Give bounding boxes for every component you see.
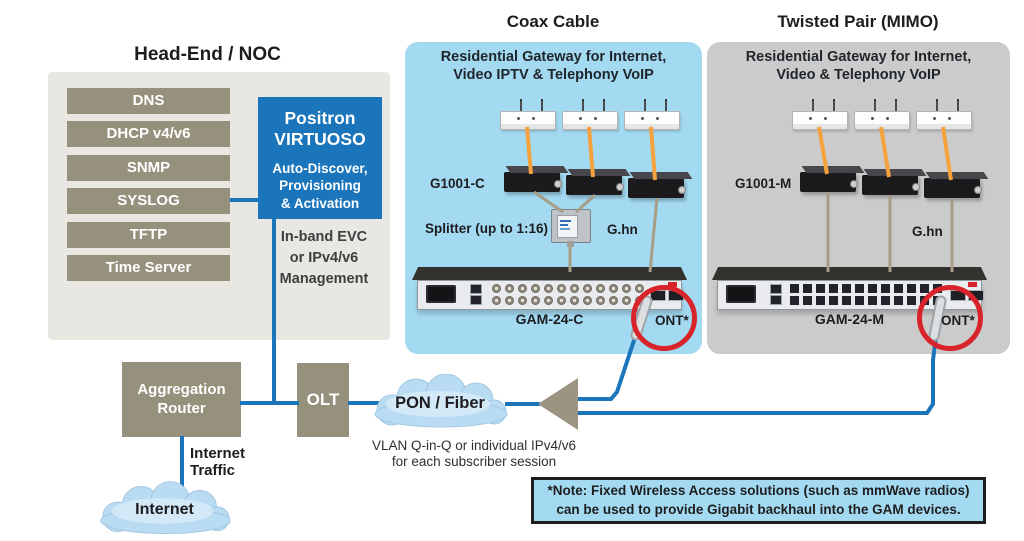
server-box-time-server: Time Server	[67, 255, 230, 281]
aggregation-router-box: Aggregation Router	[122, 362, 241, 437]
antenna-icon	[603, 101, 605, 113]
head-end-title: Head-End / NOC	[134, 44, 281, 65]
power-module	[426, 285, 456, 303]
virtuoso-box: Positron VIRTUOSO Auto-Discover, Provisi…	[258, 97, 382, 219]
ont-label-twisted: ONT*	[941, 313, 975, 328]
antenna-icon	[812, 101, 814, 113]
ghn-label-coax: G.hn	[607, 222, 638, 237]
ont-label-coax: ONT*	[655, 313, 689, 328]
ghn-cable	[574, 193, 597, 214]
amplifier-triangle	[538, 378, 578, 430]
antenna-icon	[957, 101, 959, 113]
ont-c-fiber-cable	[578, 303, 648, 401]
rj45-mgmt-port	[470, 295, 482, 305]
splitter-label: Splitter (up to 1:16)	[424, 221, 548, 236]
ghn-label-twisted: G.hn	[912, 224, 943, 239]
coax-title: Coax Cable	[506, 12, 600, 31]
internet-cloud	[100, 481, 231, 534]
note-box: *Note: Fixed Wireless Access solutions (…	[531, 477, 986, 524]
gateway-cable	[941, 126, 953, 181]
switch-chassis-top	[412, 267, 687, 280]
virtuoso-subtitle: Auto-Discover, Provisioning & Activation	[272, 160, 368, 211]
pon-fiber-label: PON / Fiber	[395, 394, 485, 412]
g1001-c-device	[566, 175, 624, 195]
olt-box: OLT	[297, 363, 349, 437]
antenna-icon	[895, 101, 897, 113]
rj45-mgmt-port	[770, 284, 782, 294]
g1001-c-device	[628, 178, 686, 198]
gateway-cable	[587, 126, 595, 178]
pon-fiber-cloud	[374, 374, 508, 428]
ont-highlight-circle-coax	[631, 285, 697, 351]
server-box-dns: DNS	[67, 88, 230, 114]
ont-highlight-circle-twisted	[917, 285, 983, 351]
residential-gateway-device	[624, 101, 680, 130]
coax-port-grid	[490, 283, 646, 307]
twisted-title: Twisted Pair (MIMO)	[777, 12, 939, 31]
server-box-tftp: TFTP	[67, 222, 230, 248]
g1001-m-label: G1001-M	[735, 176, 792, 191]
ghn-cable	[648, 197, 659, 273]
antenna-icon	[644, 101, 646, 113]
gam-24-m-switch	[712, 267, 987, 310]
gateway-cable	[817, 126, 829, 175]
gateway-cable	[649, 126, 657, 181]
g1001-m-device	[924, 178, 982, 198]
rj45-mgmt-port	[770, 295, 782, 305]
gateway-cable	[879, 126, 891, 178]
antenna-icon	[520, 101, 522, 113]
power-module	[726, 285, 756, 303]
g1001-m-device	[862, 175, 920, 195]
coax-panel-header: Residential Gateway for Internet, Video …	[440, 49, 667, 84]
gam-24-c-label: GAM-24-C	[515, 311, 584, 327]
antenna-icon	[541, 101, 543, 113]
antenna-icon	[833, 101, 835, 113]
server-box-snmp: SNMP	[67, 155, 230, 181]
antenna-icon	[665, 101, 667, 113]
internet-label: Internet	[135, 501, 194, 518]
antenna-icon	[874, 101, 876, 113]
server-box-syslog: SYSLOG	[67, 188, 230, 214]
server-box-dhcp: DHCP v4/v6	[67, 121, 230, 147]
positron-logo	[668, 282, 677, 287]
ghn-cable	[533, 190, 564, 214]
gam-24-c-switch	[412, 267, 687, 310]
rj45-mgmt-port	[470, 284, 482, 294]
gateway-cable	[525, 126, 533, 175]
switch-chassis-top	[712, 267, 987, 280]
management-label: In-band EVC or IPv4/v6 Management	[279, 229, 369, 288]
gam-24-m-label: GAM-24-M	[814, 311, 885, 327]
twisted-panel-header: Residential Gateway for Internet, Video …	[745, 49, 972, 84]
g1001-m-device	[800, 172, 858, 192]
antenna-icon	[582, 101, 584, 113]
antenna-icon	[936, 101, 938, 113]
vlan-annotation: VLAN Q-in-Q or individual IPv4/v6 for ea…	[371, 438, 577, 470]
g1001-c-label: G1001-C	[430, 176, 485, 191]
positron-logo	[968, 282, 977, 287]
g1001-c-device	[504, 172, 562, 192]
virtuoso-name: Positron VIRTUOSO	[274, 108, 366, 150]
internet-traffic-label: Internet Traffic	[190, 445, 246, 479]
